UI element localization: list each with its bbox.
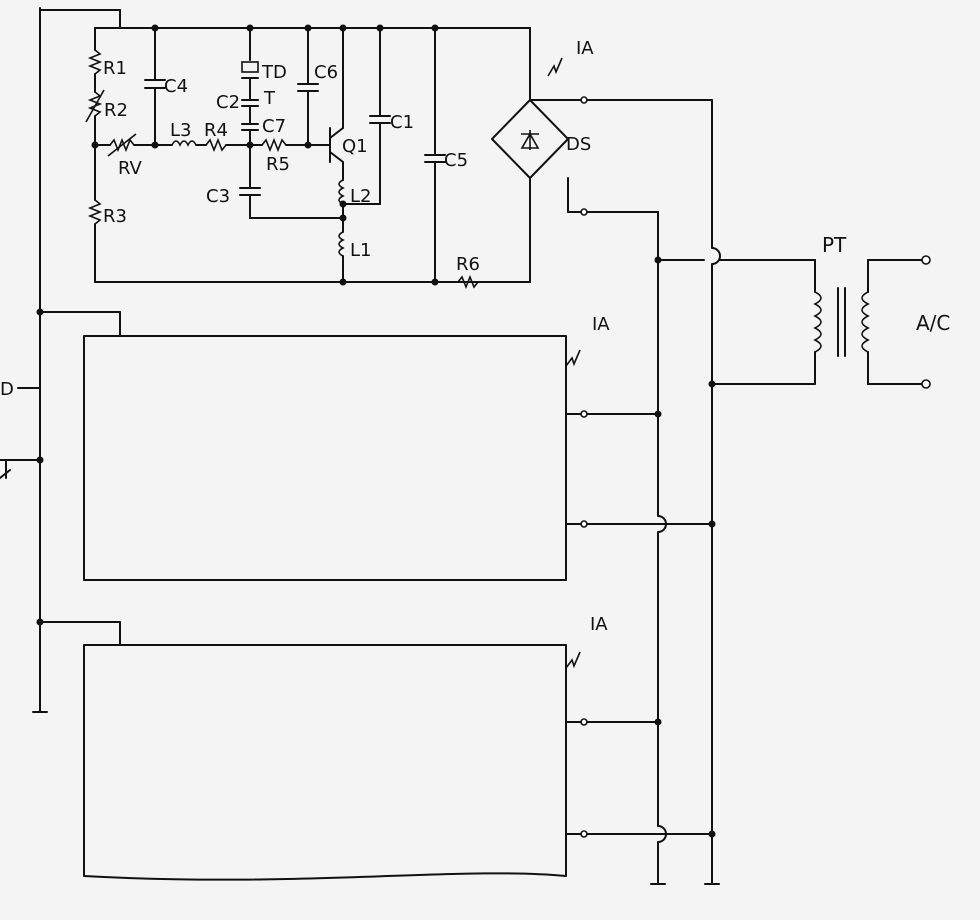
label-c3: C3: [206, 186, 230, 207]
label-td: TD: [261, 62, 287, 83]
label-c7: C7: [262, 116, 286, 137]
label-module-3: IA: [590, 614, 608, 635]
label-module-2: IA: [592, 314, 610, 335]
label-r1: R1: [103, 58, 127, 79]
label-l3: L3: [170, 120, 191, 141]
power-bus: [565, 96, 816, 885]
module-3-box: [83, 644, 581, 881]
label-r5: R5: [266, 154, 290, 175]
label-q1: Q1: [342, 136, 368, 157]
label-left-d: D: [0, 379, 14, 400]
label-c5: C5: [444, 150, 468, 171]
label-pt: PT: [822, 233, 847, 257]
label-c2: C2: [216, 92, 240, 113]
label-l2: L2: [350, 186, 371, 207]
oscillator-circuit: [85, 24, 531, 290]
left-bus: [0, 7, 121, 713]
label-c4: C4: [164, 76, 188, 97]
label-module-1: IA: [576, 38, 594, 59]
label-ac: A/C: [916, 311, 950, 335]
module-1-pointer: [547, 57, 563, 77]
label-t: T: [263, 88, 276, 109]
label-r3: R3: [103, 206, 127, 227]
label-r6: R6: [456, 254, 480, 275]
label-r4: R4: [204, 120, 228, 141]
label-ds: DS: [566, 134, 591, 155]
label-l1: L1: [350, 240, 371, 261]
label-c6: C6: [314, 62, 338, 83]
module-2-box: [83, 335, 581, 581]
pt-transformer: [813, 255, 931, 389]
ds-bridge-rectifier: [491, 99, 585, 213]
label-rv: RV: [118, 158, 143, 179]
label-r2: R2: [104, 100, 128, 121]
label-c1: C1: [390, 112, 414, 133]
